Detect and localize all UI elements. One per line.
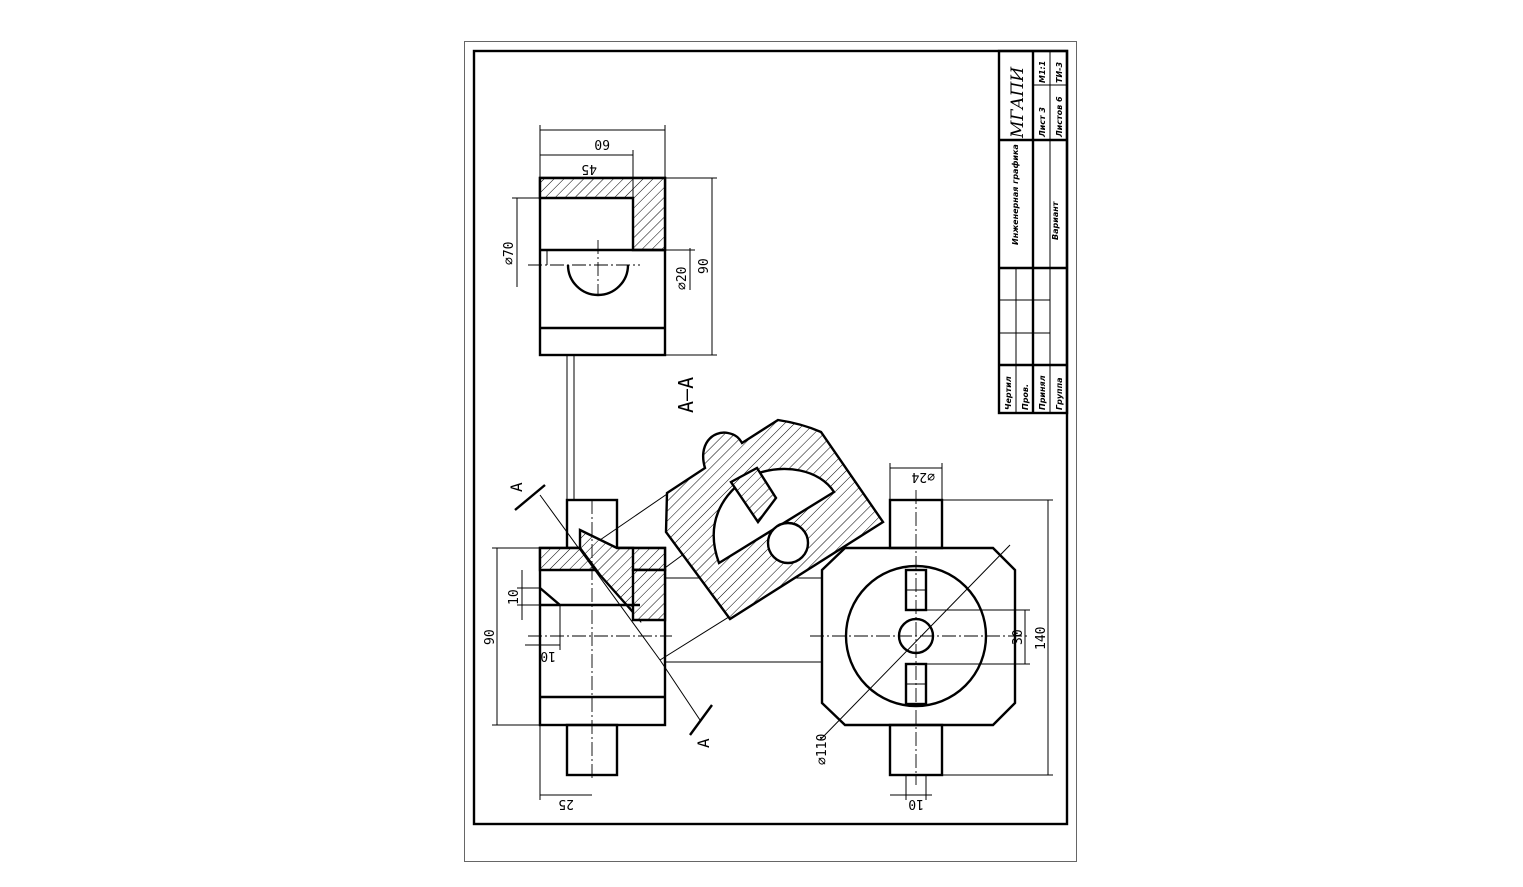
dim-25: 25 xyxy=(558,796,574,811)
title-block: МГАПИ М1:1 ТИ-3 Лист 3 Листов 6 Инженерн… xyxy=(997,49,1069,415)
sheets-total: Листов 6 xyxy=(1055,96,1064,138)
dim-dia20: ⌀20 xyxy=(675,267,690,290)
dim-10-slot: 10 xyxy=(908,796,924,811)
dim-30: 30 xyxy=(1011,629,1026,645)
drawing-frame xyxy=(472,49,1069,826)
subject: Инженерная графика xyxy=(1011,144,1020,245)
front-view: A A 90 10 10 25 xyxy=(483,482,713,811)
section-label: A–A xyxy=(674,377,698,413)
section-a-a: A–A xyxy=(664,377,885,621)
side-view: ⌀24 140 30 ⌀110 10 xyxy=(810,463,1053,811)
dim-10-chamfer: 10 xyxy=(507,589,522,605)
sheet-number: Лист 3 xyxy=(1038,107,1047,138)
dim-60: 60 xyxy=(594,136,610,151)
dim-dia24: ⌀24 xyxy=(911,469,935,484)
top-view: 60 45 ⌀70 ⌀20 90 xyxy=(502,125,717,357)
row-drawn: Чертил xyxy=(1004,376,1013,410)
dim-10-depth: 10 xyxy=(540,648,556,663)
dim-90-front: 90 xyxy=(483,629,498,645)
cut-mark-bottom: A xyxy=(694,738,713,748)
dim-dia110: ⌀110 xyxy=(815,734,830,765)
row-group: Группа xyxy=(1055,378,1064,411)
org-name: МГАПИ xyxy=(1008,66,1028,139)
dim-dia70: ⌀70 xyxy=(502,242,517,265)
row-approved: Принял xyxy=(1038,375,1047,410)
variant-label: Вариант xyxy=(1051,200,1060,240)
dim-45: 45 xyxy=(581,161,597,176)
scale: М1:1 xyxy=(1038,61,1047,83)
cut-mark-top: A xyxy=(507,482,526,492)
code: ТИ-3 xyxy=(1055,62,1064,83)
dim-140: 140 xyxy=(1034,627,1049,650)
row-checked: Пров. xyxy=(1021,384,1030,410)
dim-90-top: 90 xyxy=(697,258,712,274)
